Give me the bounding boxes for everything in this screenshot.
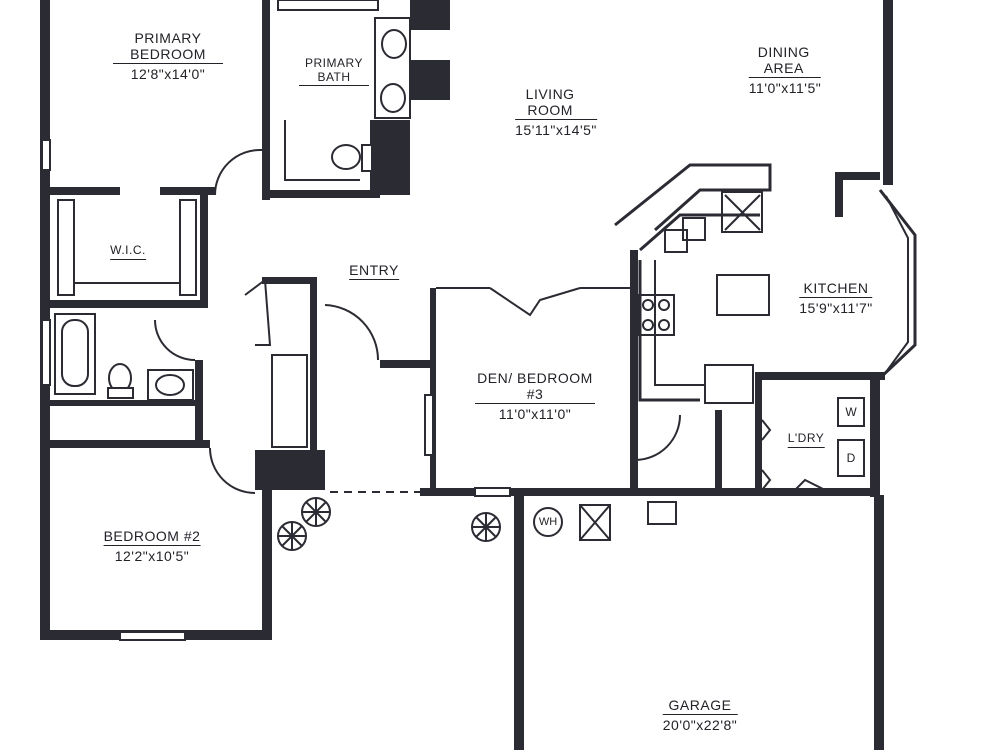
- room-label-den: DEN/ BEDROOM #3 11'0"x11'0": [475, 370, 595, 422]
- entry-name: ENTRY: [349, 262, 399, 278]
- wic-name: W.I.C.: [110, 243, 146, 257]
- room-label-laundry: L'DRY: [787, 430, 825, 450]
- room-label-primary-bath: PRIMARY BATH: [299, 56, 369, 88]
- room-label-entry: ENTRY: [349, 262, 399, 282]
- primary-bedroom-dims: 12'8"x14'0": [130, 66, 206, 82]
- laundry-name: L'DRY: [787, 431, 825, 445]
- walls: [40, 0, 893, 750]
- room-label-dining-area: DINING AREA 11'0"x11'5": [748, 44, 822, 96]
- water-heater-label: WH: [538, 516, 558, 528]
- bedroom-2-dims: 12'2"x10'5": [114, 548, 190, 564]
- washer-label: W: [845, 405, 857, 419]
- dining-area-name: DINING AREA: [757, 44, 810, 76]
- living-room-name: LIVING ROOM: [525, 86, 575, 118]
- room-label-garage: GARAGE 20'0"x22'8": [662, 697, 738, 733]
- bedroom-2-name: BEDROOM #2: [103, 528, 201, 544]
- details: [41, 0, 917, 641]
- room-label-primary-bedroom: PRIMARY BEDROOM 12'8"x14'0": [113, 30, 223, 82]
- garage-name: GARAGE: [668, 697, 732, 713]
- primary-bath-name: PRIMARY BATH: [305, 56, 363, 84]
- dryer-label: D: [846, 451, 856, 465]
- primary-bedroom-name: PRIMARY BEDROOM: [130, 30, 206, 62]
- den-dims: 11'0"x11'0": [498, 406, 572, 422]
- kitchen-name: KITCHEN: [803, 280, 869, 296]
- kitchen-dims: 15'9"x11'7": [799, 300, 873, 316]
- room-label-wic: W.I.C.: [110, 242, 146, 262]
- room-label-kitchen: KITCHEN 15'9"x11'7": [799, 280, 873, 316]
- garage-dims: 20'0"x22'8": [662, 717, 738, 733]
- room-label-living-room: LIVING ROOM 15'11"x14'5": [515, 86, 597, 138]
- room-label-bedroom-2: BEDROOM #2 12'2"x10'5": [103, 528, 201, 564]
- living-room-dims: 15'11"x14'5": [515, 122, 597, 138]
- den-name: DEN/ BEDROOM #3: [477, 370, 593, 402]
- dining-area-dims: 11'0"x11'5": [748, 80, 822, 96]
